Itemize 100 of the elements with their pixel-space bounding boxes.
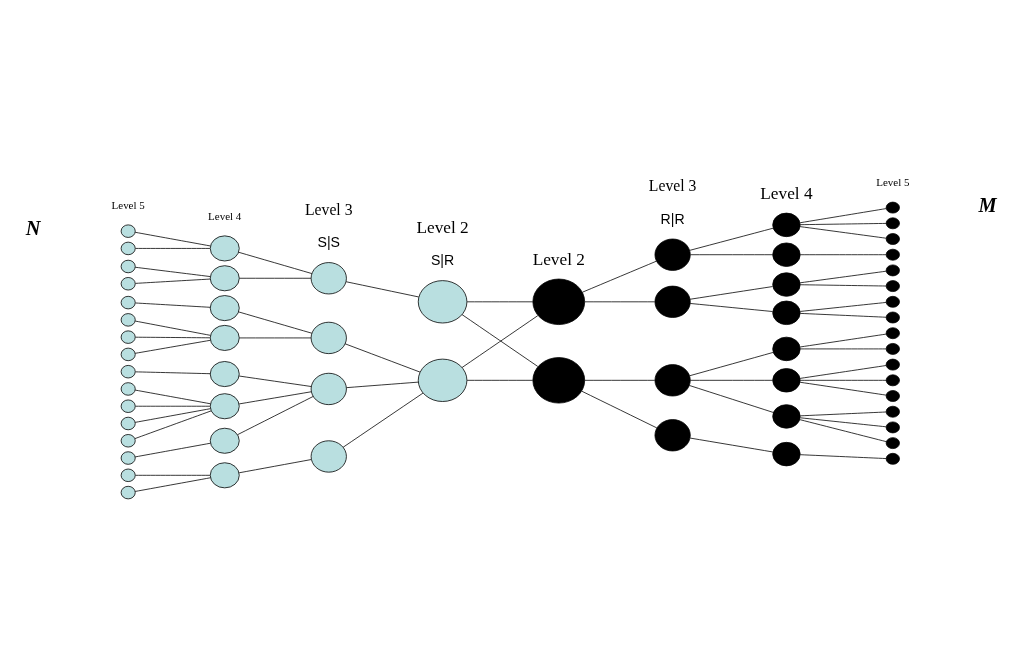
node-circle: [885, 201, 900, 213]
node-circle: [310, 261, 347, 294]
label: Level 4: [760, 183, 813, 203]
connector: [238, 311, 313, 334]
node-circle: [654, 285, 691, 318]
connector: [134, 320, 211, 336]
connector: [799, 207, 887, 223]
node-circle: [120, 450, 136, 465]
connector: [134, 231, 211, 246]
connector: [799, 283, 887, 286]
connector: [799, 364, 887, 379]
connector: [134, 266, 211, 277]
label: Level 3: [305, 200, 353, 218]
label: M: [978, 193, 997, 216]
node-circle: [885, 358, 900, 370]
connector: [689, 227, 774, 251]
label: Level 5: [111, 198, 145, 211]
node-circle: [120, 416, 136, 430]
connector: [135, 278, 211, 284]
connector: [238, 390, 312, 404]
connector: [466, 300, 534, 302]
node-circle: [885, 326, 900, 339]
connector: [135, 247, 211, 249]
connector: [799, 270, 887, 283]
node-circle: [885, 248, 900, 261]
node-circle: [120, 295, 136, 309]
connector: [134, 407, 211, 423]
connector: [466, 379, 534, 381]
connector: [584, 300, 656, 302]
node-circle: [417, 358, 468, 402]
connector: [690, 253, 774, 255]
node-circle: [885, 342, 900, 355]
node-circle: [120, 224, 136, 238]
connector: [689, 302, 773, 312]
connector: [135, 474, 211, 476]
node-circle: [310, 439, 347, 473]
node-circle: [120, 468, 136, 482]
label: Level 2: [532, 249, 585, 269]
connector: [135, 302, 211, 308]
connector: [799, 301, 887, 312]
node-circle: [120, 364, 136, 378]
connector: [135, 336, 211, 338]
connector: [689, 437, 774, 452]
node-circle: [885, 264, 900, 276]
label: S|R: [430, 251, 455, 268]
node-circle: [772, 441, 801, 466]
node-circle: [532, 356, 586, 403]
node-circle: [772, 367, 801, 392]
label: N: [25, 216, 41, 239]
connector: [135, 370, 211, 374]
node-circle: [120, 433, 136, 447]
node-circle: [209, 360, 240, 387]
connector: [799, 411, 887, 416]
node-circle: [772, 336, 801, 361]
node-circle: [120, 399, 136, 413]
node-circle: [885, 232, 900, 245]
connector: [799, 312, 887, 318]
node-circle: [310, 372, 347, 405]
connector: [799, 379, 887, 381]
connector: [344, 342, 421, 372]
node-circle: [310, 321, 347, 354]
node-circle: [885, 421, 900, 433]
connector: [134, 389, 211, 404]
node-circle: [654, 238, 691, 271]
node-circle: [209, 461, 240, 488]
label: Level 5: [876, 175, 910, 188]
connector: [689, 384, 774, 413]
connector: [581, 390, 658, 428]
node-circle: [772, 212, 801, 237]
node-circle: [120, 312, 136, 327]
connector: [799, 333, 887, 347]
node-circle: [885, 389, 900, 402]
connector: [689, 285, 773, 300]
node-circle: [417, 279, 468, 323]
connector: [135, 405, 211, 407]
connector: [799, 225, 887, 239]
node-circle: [209, 427, 240, 454]
node-circle: [772, 403, 801, 429]
node-circle: [885, 405, 900, 418]
node-circle: [532, 278, 586, 325]
connector: [689, 351, 774, 376]
node-circle: [772, 242, 801, 267]
connector: [799, 222, 887, 225]
node-circle: [885, 295, 900, 308]
connector: [238, 375, 312, 387]
connector: [799, 253, 887, 255]
connector: [582, 260, 657, 293]
connector: [134, 410, 212, 439]
node-circle: [885, 311, 900, 323]
node-circle: [209, 234, 240, 261]
node-circle: [120, 485, 136, 499]
connector: [134, 442, 211, 457]
node-circle: [885, 216, 900, 229]
label: S|S: [317, 233, 341, 250]
label: Level 3: [648, 176, 697, 194]
node-circle: [209, 264, 240, 291]
connector: [346, 381, 419, 388]
connector: [134, 339, 211, 354]
connector: [690, 379, 774, 381]
connector: [345, 280, 420, 297]
